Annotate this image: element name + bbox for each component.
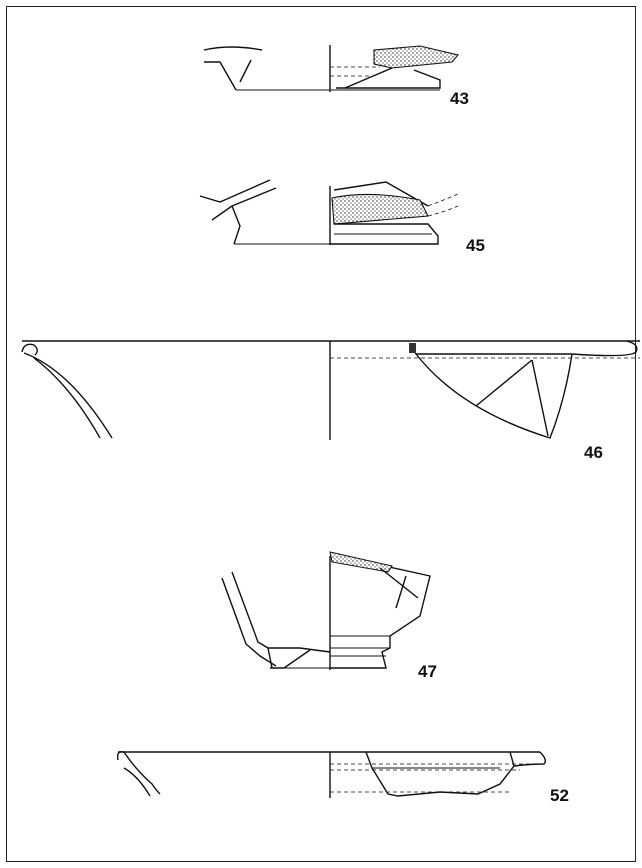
figure-number-45: 45 — [466, 236, 485, 255]
profile-drawing-43 — [203, 45, 460, 92]
profile-drawing-52 — [116, 750, 547, 798]
figure-number-47: 47 — [418, 662, 437, 681]
profile-drawing-45 — [199, 179, 459, 245]
profile-drawing-47 — [221, 551, 431, 670]
plate-border — [6, 6, 636, 862]
figure-number-43: 43 — [450, 89, 469, 108]
figure-number-46: 46 — [584, 443, 603, 462]
figure-number-52: 52 — [550, 786, 569, 805]
profile-drawing-46 — [21, 340, 640, 440]
